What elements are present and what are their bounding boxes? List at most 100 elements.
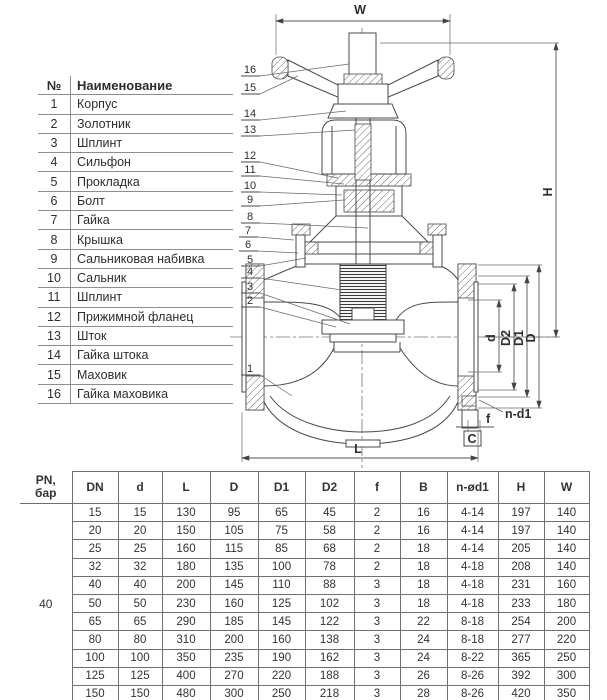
part-callouts: 16 15 14 13 12 11 10 9 8 7 6 5 4 3 2 1 — [239, 63, 369, 397]
dims-cell: 480 — [161, 684, 211, 700]
dims-col-header: H — [497, 471, 545, 504]
dims-header-pn: PN, бар — [20, 471, 73, 504]
part-name: Шплинт — [70, 133, 233, 154]
dims-cell: 22 — [399, 612, 448, 632]
dims-cell: 4-14 — [446, 502, 499, 523]
dims-cell: 130 — [161, 502, 211, 523]
part-name: Гайка маховика — [70, 384, 233, 405]
dim-label-D: D — [524, 333, 538, 342]
dims-cell: 18 — [399, 557, 448, 577]
dims-cell: 80 — [117, 630, 163, 650]
dims-cell: 65 — [257, 502, 306, 523]
dims-cell: 8-22 — [446, 648, 499, 668]
dims-cell: 18 — [399, 575, 448, 595]
dims-cell: 180 — [161, 557, 211, 577]
dims-cell: 45 — [304, 502, 355, 523]
dims-cell: 4-14 — [446, 539, 499, 559]
dims-cell: 2 — [353, 521, 401, 541]
part-number: 11 — [38, 287, 71, 308]
dims-cell: 208 — [497, 557, 545, 577]
dims-cell: 40 — [71, 575, 119, 595]
dims-cell: 138 — [304, 630, 355, 650]
dims-cell: 25 — [117, 539, 163, 559]
part-name: Гайка штока — [70, 345, 233, 366]
pn-value: 40 — [20, 502, 73, 700]
parts-header-row: № Наименование — [38, 76, 233, 96]
dims-cell: 125 — [71, 666, 119, 686]
svg-text:9: 9 — [247, 194, 253, 206]
dims-cell: 32 — [117, 557, 163, 577]
dims-cell: 197 — [497, 521, 545, 541]
dims-cell: 135 — [209, 557, 259, 577]
dims-cell: 185 — [209, 612, 259, 632]
dim-label-n-d1: n-d1 — [505, 407, 531, 421]
part-number: 8 — [38, 229, 71, 250]
part-name: Шток — [70, 326, 233, 347]
part-number: 1 — [38, 94, 71, 115]
part-number: 16 — [38, 384, 71, 405]
dims-col-header: L — [161, 471, 211, 504]
dims-cell: 300 — [209, 684, 259, 700]
dims-cell: 200 — [161, 575, 211, 595]
dims-col-header: D2 — [304, 471, 355, 504]
dims-cell: 50 — [71, 593, 119, 614]
valve-technical-drawing: W H d D2 D1 D n-d1 — [230, 3, 560, 468]
callout-5: 5 — [241, 254, 307, 267]
dims-cell: 75 — [257, 521, 306, 541]
dims-cell: 68 — [304, 539, 355, 559]
dims-cell: 140 — [543, 539, 590, 559]
part-number: 2 — [38, 114, 71, 134]
dim-label-d: d — [484, 334, 498, 342]
dims-cell: 150 — [71, 684, 119, 700]
dims-cell: 254 — [497, 612, 545, 632]
svg-text:1: 1 — [247, 363, 253, 375]
dims-cell: 3 — [353, 630, 401, 650]
dims-cell: 250 — [543, 648, 590, 668]
part-name: Корпус — [70, 94, 233, 115]
dims-col-header: f — [353, 471, 401, 504]
svg-text:12: 12 — [244, 150, 256, 162]
callout-10: 10 — [241, 180, 343, 196]
dims-cell: 4-18 — [446, 557, 499, 577]
dims-cell: 220 — [257, 666, 306, 686]
dims-cell: 8-26 — [446, 666, 499, 686]
dims-cell: 122 — [304, 612, 355, 632]
svg-text:11: 11 — [244, 164, 255, 176]
dims-cell: 102 — [304, 593, 355, 614]
dims-cell: 160 — [543, 575, 590, 595]
dims-cell: 290 — [161, 612, 211, 632]
part-name: Шплинт — [70, 287, 233, 308]
svg-text:6: 6 — [245, 239, 251, 251]
dims-cell: 350 — [161, 648, 211, 668]
dims-cell: 310 — [161, 630, 211, 650]
callout-8: 8 — [241, 211, 369, 229]
dims-cell: 26 — [399, 666, 448, 686]
part-name: Болт — [70, 191, 233, 212]
dims-cell: 4-18 — [446, 593, 499, 614]
dims-cell: 8-26 — [446, 684, 499, 700]
dims-cell: 200 — [209, 630, 259, 650]
part-number: 9 — [38, 249, 71, 269]
svg-text:13: 13 — [244, 124, 256, 136]
pn-label-line1: PN, — [35, 473, 56, 488]
dims-cell: 200 — [543, 612, 590, 632]
dims-cell: 80 — [71, 630, 119, 650]
svg-text:4: 4 — [247, 266, 253, 278]
dims-cell: 365 — [497, 648, 545, 668]
svg-text:8: 8 — [247, 211, 253, 223]
dims-cell: 350 — [543, 684, 590, 700]
svg-text:7: 7 — [245, 225, 251, 237]
dims-cell: 78 — [304, 557, 355, 577]
part-number: 12 — [38, 307, 71, 327]
parts-header-name: Наименование — [70, 76, 233, 96]
